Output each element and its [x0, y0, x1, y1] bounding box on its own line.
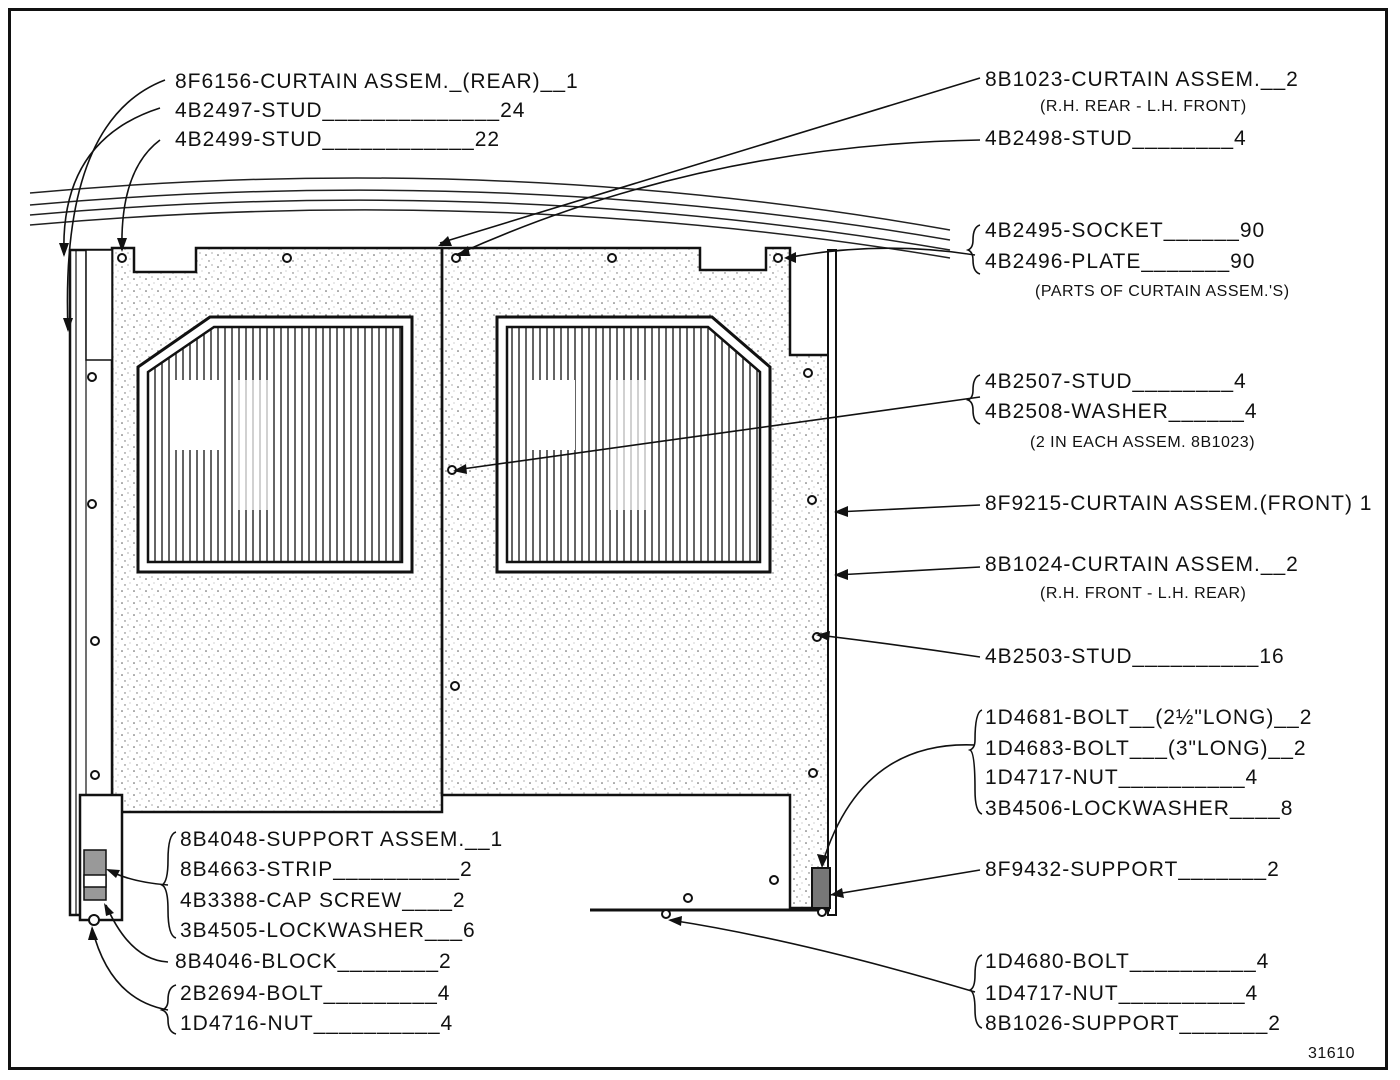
leader-lines: [63, 77, 981, 1011]
callout-stud-4b2498: 4B2498-STUD________4: [985, 127, 1247, 150]
roof-outline: [29, 177, 951, 259]
callout-washer-4b2508: 4B2508-WASHER______4: [985, 400, 1258, 423]
callout-nut-1d4716: 1D4716-NUT__________4: [180, 1012, 454, 1035]
callout-plate-4b2496: 4B2496-PLATE_______90: [985, 250, 1256, 273]
callout-bolt-1d4680: 1D4680-BOLT__________4: [985, 950, 1270, 973]
sheet-border: [8, 8, 1388, 1070]
callout-curtain-rear: 8F6156-CURTAIN ASSEM._(REAR)__1: [175, 70, 579, 93]
callout-curtain-8b1024: 8B1024-CURTAIN ASSEM.__2: [985, 553, 1299, 576]
callout-lockwasher-3b4505: 3B4505-LOCKWASHER___6: [180, 919, 476, 942]
right-edge-strip: [827, 249, 837, 916]
support-assembly-left: [78, 793, 124, 926]
studs: [87, 253, 822, 903]
callout-bolt-1d4681: 1D4681-BOLT__(2½"LONG)__2: [985, 706, 1313, 729]
callout-stud-4b2507: 4B2507-STUD________4: [985, 370, 1247, 393]
callout-block-8b4046: 8B4046-BLOCK________2: [175, 950, 452, 973]
callout-bolt-1d4683: 1D4683-BOLT___(3"LONG)__2: [985, 737, 1307, 760]
callout-bolt-2b2694: 2B2694-BOLT_________4: [180, 982, 451, 1005]
callout-stud-4b2499: 4B2499-STUD____________22: [175, 128, 501, 151]
callout-support-8b1026: 8B1026-SUPPORT_______2: [985, 1012, 1281, 1035]
callout-socket-4b2495: 4B2495-SOCKET______90: [985, 219, 1266, 242]
callout-curtain-8b1023-note: (R.H. REAR - L.H. FRONT): [1040, 98, 1247, 115]
callout-cap-screw-4b3388: 4B3388-CAP SCREW____2: [180, 889, 466, 912]
callout-parts-note: (PARTS OF CURTAIN ASSEM.'S): [1035, 283, 1290, 300]
arrowheads: [59, 236, 848, 940]
callout-curtain-8b1023: 8B1023-CURTAIN ASSEM.__2: [985, 68, 1299, 91]
callout-strip-8b4663: 8B4663-STRIP__________2: [180, 858, 473, 881]
drawing-number: 31610: [1308, 1045, 1355, 1062]
window-left: [136, 315, 414, 574]
callout-support-assem-8b4048: 8B4048-SUPPORT ASSEM.__1: [180, 828, 504, 851]
support-right: [661, 867, 831, 919]
callout-each-assem-note: (2 IN EACH ASSEM. 8B1023): [1030, 434, 1256, 451]
callout-stud-4b2497: 4B2497-STUD______________24: [175, 99, 526, 122]
callout-curtain-front: 8F9215-CURTAIN ASSEM.(FRONT) 1: [985, 492, 1373, 515]
callout-lockwasher-3b4506: 3B4506-LOCKWASHER____8: [985, 797, 1294, 820]
callout-stud-4b2503: 4B2503-STUD__________16: [985, 645, 1285, 668]
callout-support-8f9432: 8F9432-SUPPORT_______2: [985, 858, 1280, 881]
brackets: [159, 224, 983, 1035]
callout-curtain-8b1024-note: (R.H. FRONT - L.H. REAR): [1040, 585, 1247, 602]
callout-nut-1d4717-a: 1D4717-NUT__________4: [985, 766, 1259, 789]
callout-nut-1d4717-b: 1D4717-NUT__________4: [985, 982, 1259, 1005]
